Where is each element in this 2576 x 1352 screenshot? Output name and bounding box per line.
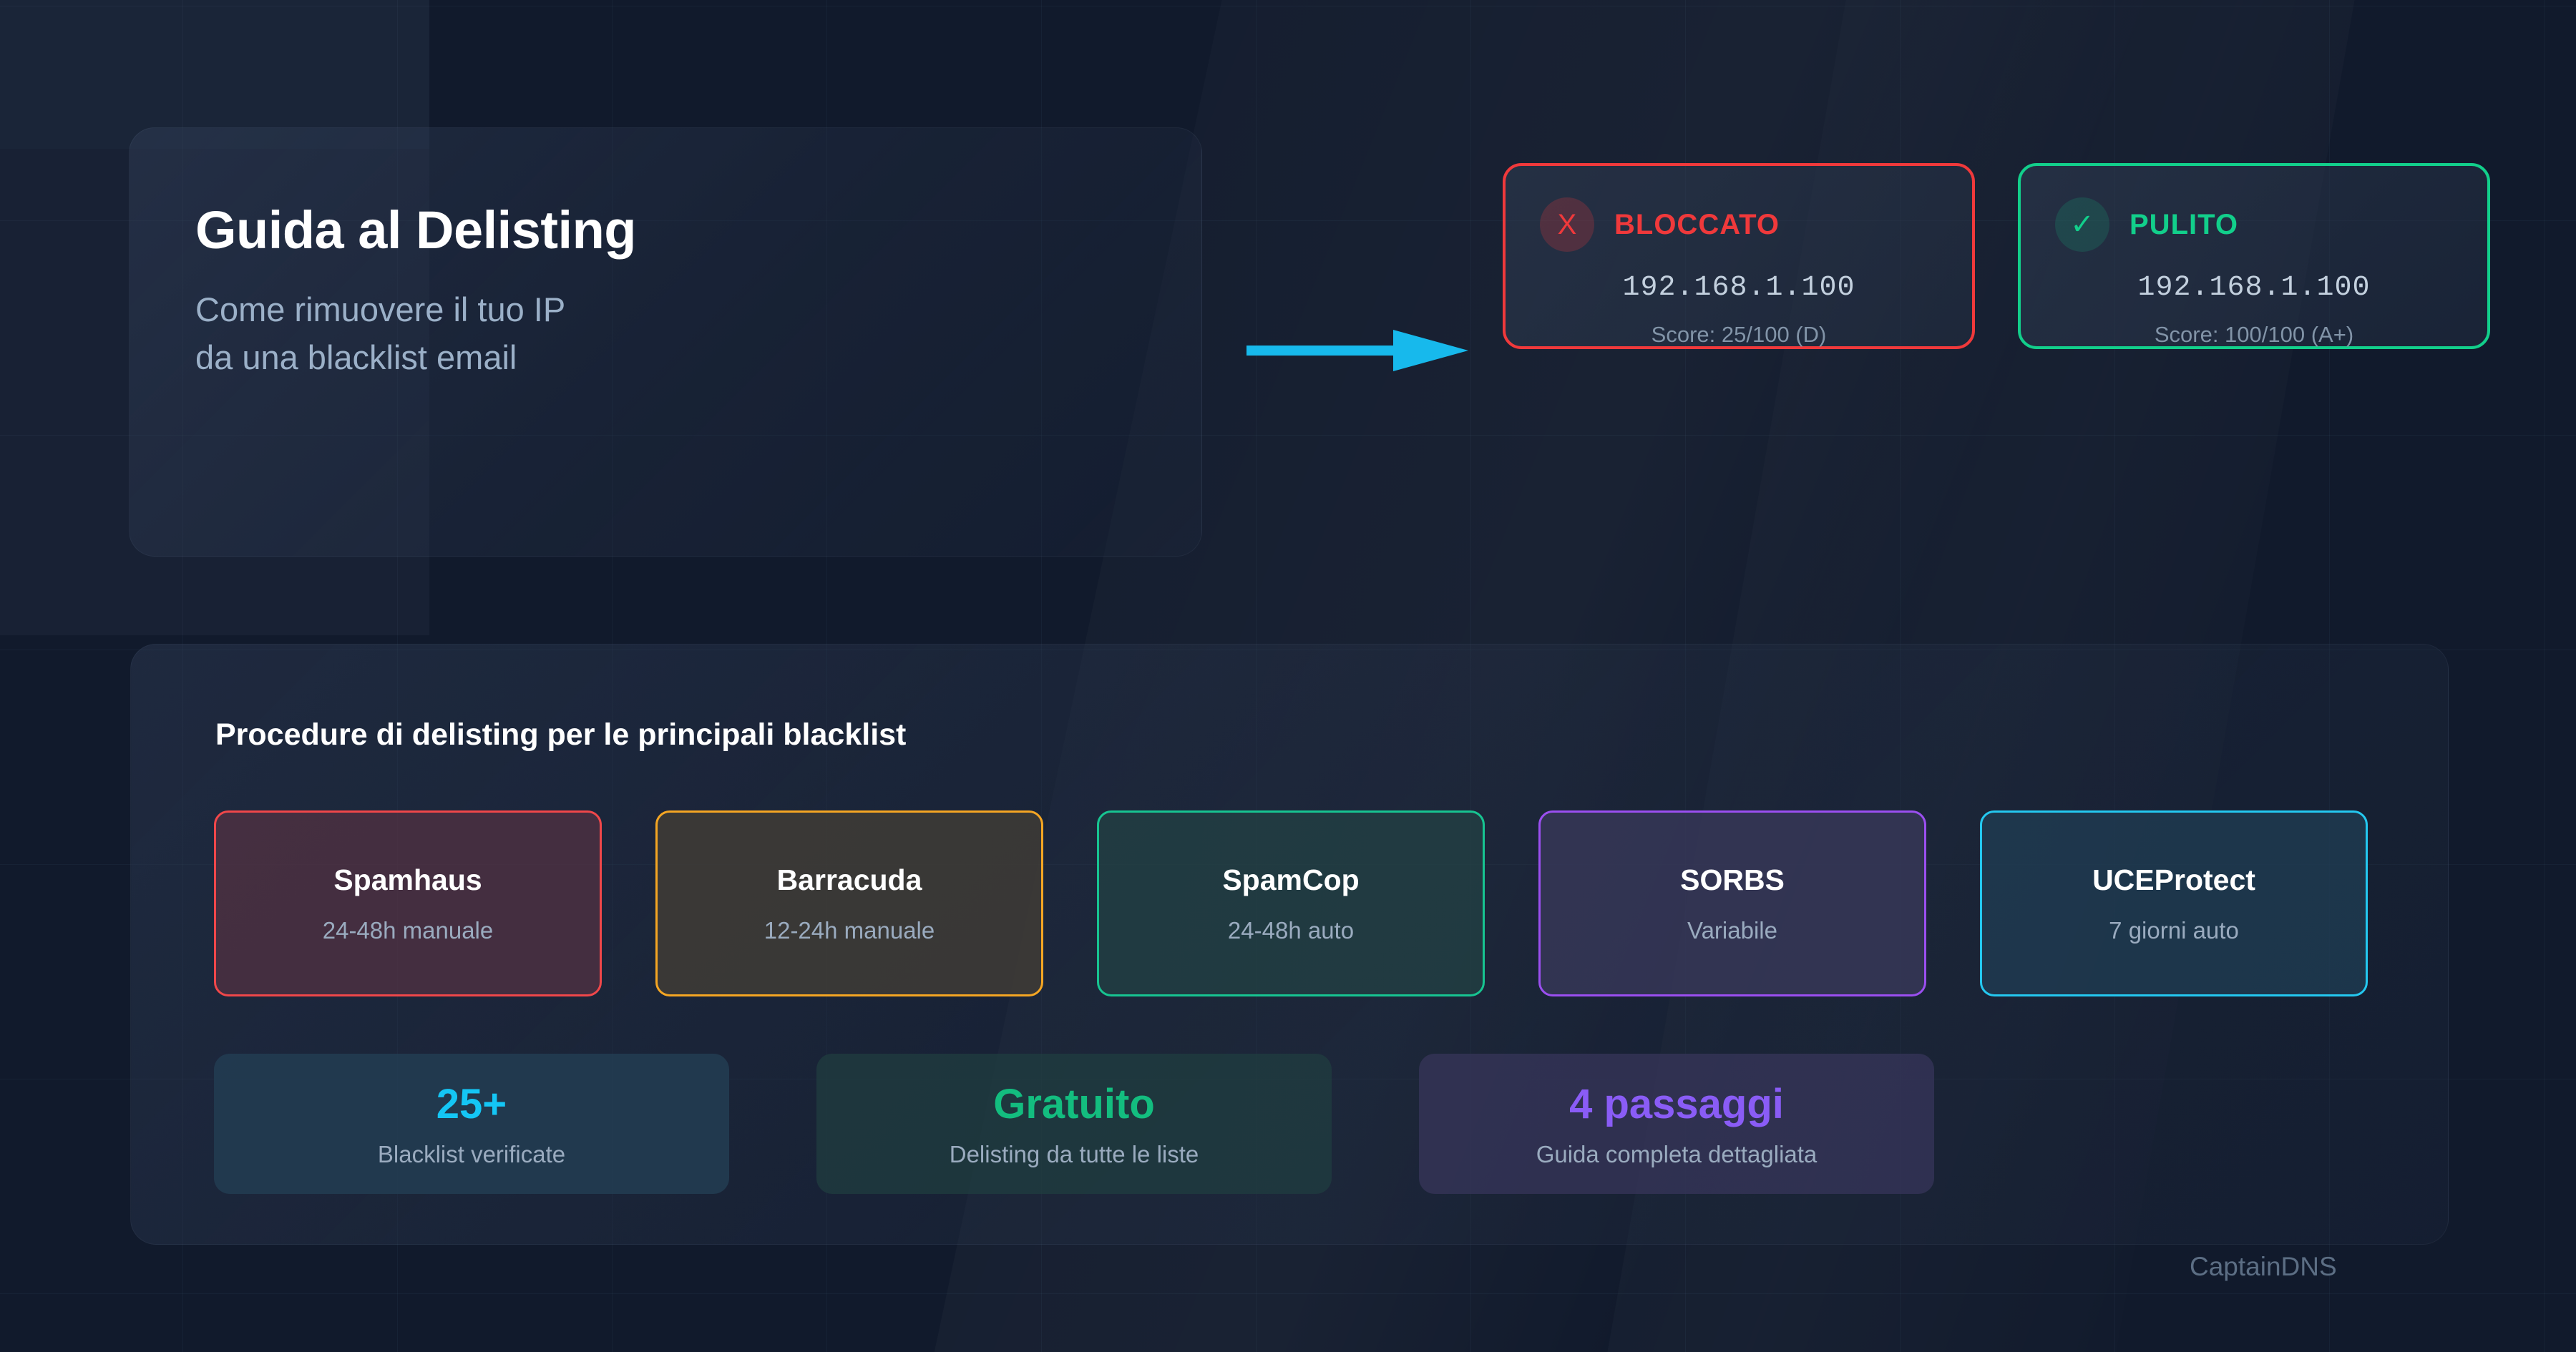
panel-title: Procedure di delisting per le principali… <box>215 717 907 752</box>
blacklist-card-spamhaus[interactable]: Spamhaus 24-48h manuale <box>214 810 602 996</box>
blacklist-name: SpamCop <box>1222 863 1360 896</box>
page-subtitle: Come rimuovere il tuo IP da una blacklis… <box>195 285 565 381</box>
check-mark-icon: ✓ <box>2055 197 2109 252</box>
stat-value: Gratuito <box>993 1080 1155 1127</box>
score-text: Score: 25/100 (D) <box>1651 322 1827 347</box>
hero-panel: Guida al Delisting Come rimuovere il tuo… <box>129 127 1202 557</box>
status-card-header: X BLOCCATO <box>1540 197 1780 252</box>
blacklist-time: Variabile <box>1687 916 1777 944</box>
score-text: Score: 100/100 (A+) <box>2154 322 2354 347</box>
x-mark-icon: X <box>1540 197 1594 252</box>
blacklist-name: SORBS <box>1680 863 1785 896</box>
page-subtitle-line-1: Come rimuovere il tuo IP <box>195 290 566 328</box>
stat-value: 25+ <box>436 1080 507 1127</box>
procedures-panel: Procedure di delisting per le principali… <box>130 644 2449 1245</box>
ip-address: 192.168.1.100 <box>1622 272 1855 304</box>
stat-card-row: 25+ Blacklist verificate Gratuito Delist… <box>214 1054 1946 1194</box>
status-badge: BLOCCATO <box>1614 208 1780 240</box>
ip-address: 192.168.1.100 <box>2137 272 2371 304</box>
blacklist-card-spamcop[interactable]: SpamCop 24-48h auto <box>1097 810 1485 996</box>
stat-label: Blacklist verificate <box>377 1140 566 1167</box>
blacklist-card-row: Spamhaus 24-48h manuale Barracuda 12-24h… <box>214 810 2368 996</box>
background-left-panel <box>0 149 429 635</box>
background-corner-block <box>0 0 429 149</box>
blacklist-name: Barracuda <box>776 863 922 896</box>
stat-label: Delisting da tutte le liste <box>949 1140 1199 1167</box>
status-card-header: ✓ PULITO <box>2055 197 2238 252</box>
stat-card-steps: 4 passaggi Guida completa dettagliata <box>1419 1054 1934 1194</box>
arrow-right-icon <box>1246 325 1475 376</box>
blacklist-time: 24-48h auto <box>1227 916 1355 944</box>
blacklist-name: UCEProtect <box>2092 863 2255 896</box>
blacklist-name: Spamhaus <box>333 863 482 896</box>
stat-card-free: Gratuito Delisting da tutte le liste <box>816 1054 1332 1194</box>
status-badge: PULITO <box>2129 208 2238 240</box>
brand-label: CaptainDNS <box>2190 1252 2337 1281</box>
status-card-clean: ✓ PULITO 192.168.1.100 Score: 100/100 (A… <box>2018 163 2490 349</box>
blacklist-card-barracuda[interactable]: Barracuda 12-24h manuale <box>655 810 1043 996</box>
stat-label: Guida completa dettagliata <box>1536 1140 1818 1167</box>
stat-value: 4 passaggi <box>1569 1080 1784 1127</box>
blacklist-card-uceprotect[interactable]: UCEProtect 7 giorni auto <box>1980 810 2368 996</box>
blacklist-time: 24-48h manuale <box>322 916 494 944</box>
blacklist-time: 12-24h manuale <box>763 916 935 944</box>
stat-card-blacklists-verified: 25+ Blacklist verificate <box>214 1054 729 1194</box>
status-card-blocked: X BLOCCATO 192.168.1.100 Score: 25/100 (… <box>1503 163 1975 349</box>
page-title: Guida al Delisting <box>195 200 637 260</box>
blacklist-card-sorbs[interactable]: SORBS Variabile <box>1538 810 1926 996</box>
blacklist-time: 7 giorni auto <box>2109 916 2239 944</box>
page-subtitle-line-2: da una blacklist email <box>195 338 517 377</box>
